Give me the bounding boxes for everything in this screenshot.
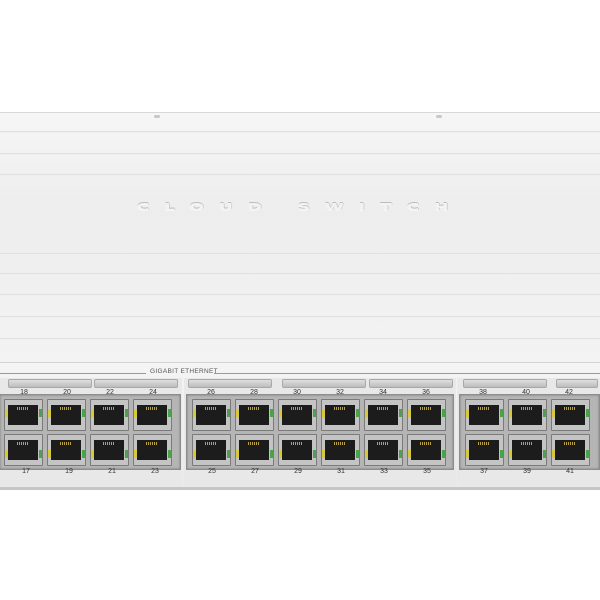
ethernet-port [508, 399, 547, 431]
port-number: 35 [423, 468, 431, 475]
port-number: 32 [336, 389, 344, 396]
port-number: 42 [565, 389, 573, 396]
port-number: 34 [379, 389, 387, 396]
ethernet-port [4, 399, 43, 431]
port-number: 25 [208, 468, 216, 475]
ethernet-port [508, 434, 547, 466]
ethernet-port [364, 399, 403, 431]
port-block-2: 26 28 30 32 34 36 25 27 29 [184, 378, 456, 486]
lid-groove [0, 294, 600, 296]
label-tab [556, 379, 598, 388]
port-number: 22 [106, 389, 114, 396]
port-number: 40 [522, 389, 530, 396]
ethernet-port [47, 399, 86, 431]
port-number: 17 [22, 468, 30, 475]
cloud-switch-logo: CLOUD SWITCH [136, 201, 464, 213]
port-number: 33 [380, 468, 388, 475]
ethernet-port [407, 434, 446, 466]
lid-groove [0, 316, 600, 318]
lid-groove [0, 273, 600, 275]
gigabit-ethernet-label: GIGABIT ETHERNET [150, 368, 218, 375]
section-header: GIGABIT ETHERNET [0, 367, 600, 379]
port-number: 36 [422, 389, 430, 396]
port-number: 39 [523, 468, 531, 475]
ethernet-port [235, 434, 274, 466]
label-tab [188, 379, 272, 388]
ethernet-port [133, 434, 172, 466]
ethernet-port [364, 434, 403, 466]
port-number: 18 [20, 389, 28, 396]
ethernet-port [465, 399, 504, 431]
port-block-3: 38 40 42 37 39 41 [457, 378, 600, 486]
ethernet-port [133, 399, 172, 431]
lid-groove [0, 153, 600, 155]
ethernet-port [465, 434, 504, 466]
screw [436, 115, 442, 118]
ethernet-port [90, 399, 129, 431]
port-number: 37 [480, 468, 488, 475]
cloud-switch-device: CLOUD SWITCH GIGABIT ETHERNET 18 20 22 2… [0, 112, 600, 490]
port-block-1: 18 20 22 24 17 19 21 23 [0, 378, 182, 486]
port-number: 30 [293, 389, 301, 396]
port-number: 24 [149, 389, 157, 396]
ethernet-port [551, 434, 590, 466]
port-number: 29 [294, 468, 302, 475]
ethernet-port [235, 399, 274, 431]
ethernet-port [4, 434, 43, 466]
port-number: 19 [65, 468, 73, 475]
device-base-edge [0, 487, 600, 490]
switch-lid: CLOUD SWITCH [0, 112, 600, 363]
front-panel: GIGABIT ETHERNET 18 20 22 24 17 19 21 [0, 362, 600, 488]
port-number: 38 [479, 389, 487, 396]
port-number: 41 [566, 468, 574, 475]
port-number: 21 [108, 468, 116, 475]
ethernet-port [551, 399, 590, 431]
label-tab [8, 379, 92, 388]
port-cage [186, 394, 454, 470]
screw [154, 115, 160, 118]
ethernet-port [90, 434, 129, 466]
header-rule [214, 373, 600, 374]
ethernet-port [192, 399, 231, 431]
lid-groove [0, 253, 600, 255]
port-number: 26 [207, 389, 215, 396]
ethernet-port [407, 399, 446, 431]
ethernet-port [278, 399, 317, 431]
label-tab [369, 379, 453, 388]
header-rule [0, 373, 146, 374]
port-number: 28 [250, 389, 258, 396]
ethernet-port [321, 434, 360, 466]
lid-groove [0, 338, 600, 340]
ethernet-port [278, 434, 317, 466]
label-tab [94, 379, 178, 388]
lid-groove [0, 174, 600, 176]
ethernet-port [321, 399, 360, 431]
ethernet-port [192, 434, 231, 466]
label-tab [463, 379, 547, 388]
port-number: 31 [337, 468, 345, 475]
port-cage [459, 394, 600, 470]
lid-groove [0, 131, 600, 133]
port-cage [0, 394, 181, 470]
port-number: 20 [63, 389, 71, 396]
ethernet-port [47, 434, 86, 466]
label-tab [282, 379, 366, 388]
port-number: 23 [151, 468, 159, 475]
port-number: 27 [251, 468, 259, 475]
